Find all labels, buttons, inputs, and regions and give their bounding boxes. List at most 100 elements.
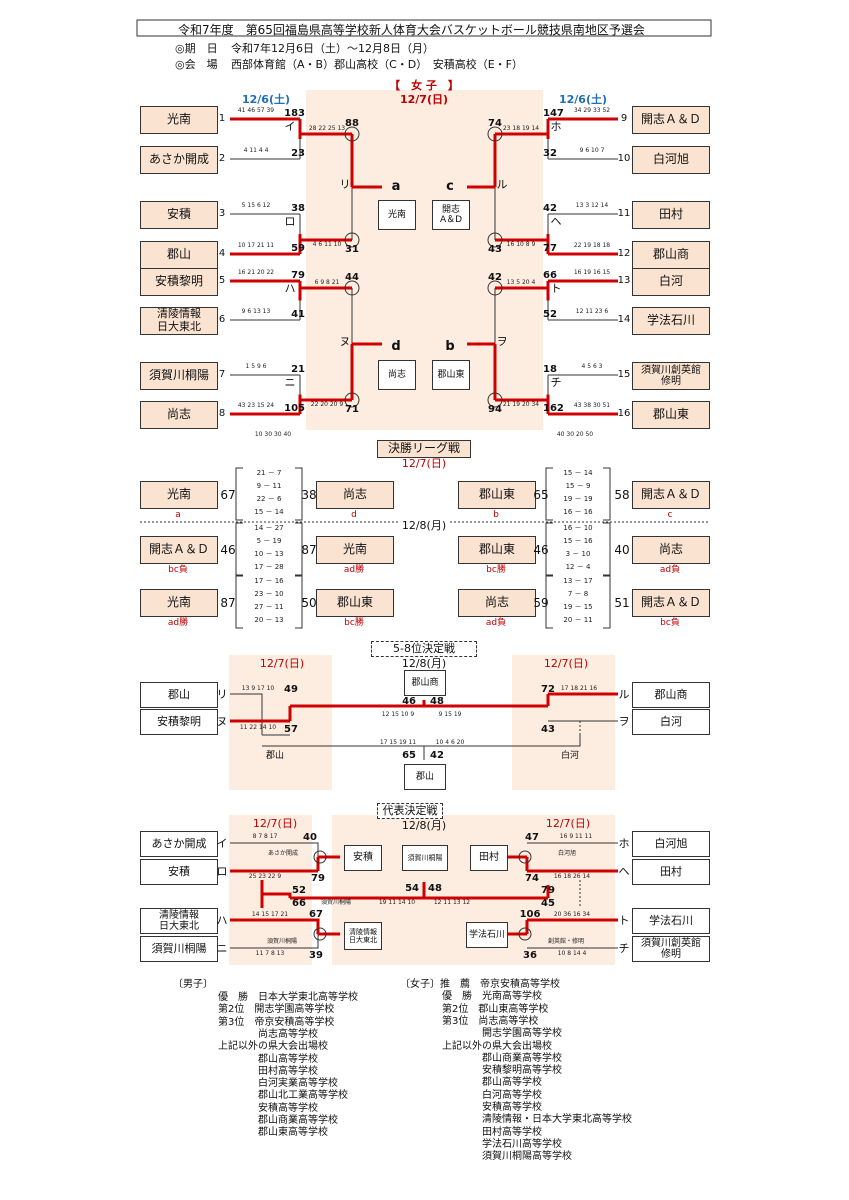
rep-l1-circle <box>313 850 327 864</box>
r2-right-top-q: 13 5 20 4 <box>506 279 536 286</box>
r2-left-circle-bot <box>344 392 360 408</box>
placement-day-left: 12/7(日) <box>259 657 305 670</box>
semi-winner-b: 郡山東 <box>432 360 470 390</box>
rep-l1-winner: 安積 <box>344 845 382 871</box>
r1-right-kana: ト <box>550 281 562 295</box>
league-right-q: 16 － 10 <box>563 524 593 532</box>
league-date-2: 12/8(月) <box>401 519 447 532</box>
rep-r2-sub: 創英館・修明 <box>547 938 585 945</box>
rep-r2-circle <box>518 927 532 941</box>
seed-right-4: 12 <box>617 248 631 259</box>
league-left-bracket-l <box>235 467 243 521</box>
rep-l1-bot-q: 25 23 22 9 <box>248 873 282 880</box>
league-left-a-0: 光南 <box>140 481 218 509</box>
rep-l2-top-score: 67 <box>309 909 323 920</box>
league-right-a-score: 46 <box>533 543 549 557</box>
r1-right-bot-score: 32 <box>543 148 557 159</box>
p58-right-bot-score: 43 <box>541 724 555 735</box>
rep-center-ls: 54 <box>405 883 419 894</box>
league-left-a-1: 開志Ａ＆Ｄ <box>140 536 218 564</box>
r2-left-kana: ヌ <box>339 335 351 348</box>
p58-right-kana: ル <box>618 688 630 701</box>
r2-left-circle-top <box>344 280 360 296</box>
league-right-q: 3 － 10 <box>565 550 591 558</box>
rep-center-qr: 12 11 13 12 <box>433 899 471 906</box>
seed-left-7: 7 <box>218 369 226 380</box>
league-left-bracket-r <box>295 575 303 629</box>
team-right-2: 白河旭 <box>632 146 710 174</box>
boys-result-line: 郡山北工業高等学校 <box>218 1090 348 1102</box>
girls-result-line: 清陵情報・日本大学東北高等学校 <box>442 1114 632 1126</box>
rep-r1-winner: 田村 <box>470 845 508 871</box>
league-left-q: 14 － 27 <box>254 524 284 532</box>
r1-left-kana: ハ <box>284 281 296 295</box>
team-left-3: 安積 <box>140 201 218 229</box>
boys-result-line: 田村高等学校 <box>218 1065 318 1077</box>
p58-right-winner: 白河 <box>560 751 580 761</box>
r2-left-bot-q: 22 20 20 9 <box>310 401 344 408</box>
r1-right-bot-score: 162 <box>543 403 564 414</box>
placement-day-right: 12/7(日) <box>543 657 589 670</box>
r1-left-top-score: 79 <box>291 270 305 281</box>
league-left-b-1: 光南 <box>316 536 394 564</box>
r2-right-top-score: 74 <box>488 118 502 129</box>
rep-center-team: 須賀川桐陽 <box>402 845 448 871</box>
r2-left-bot-score: 31 <box>345 244 359 255</box>
r2-left-top-score: 44 <box>345 272 359 283</box>
team-right-7: 須賀川創英館 修明 <box>632 362 710 390</box>
p58-left-bot-score: 57 <box>284 724 298 735</box>
r1-left-bot-q: 43 23 15 24 <box>237 402 275 409</box>
r1-left-bot-q: 4 11 4 4 <box>243 147 269 154</box>
rep-day-left: 12/7(日) <box>252 817 298 830</box>
r1-right-top-q: 34 29 33 52 <box>573 107 611 114</box>
boys-result-line: 尚志高等学校 <box>218 1028 318 1040</box>
league-left-a-tag: ad勝 <box>167 618 189 628</box>
rep-l1-top-q: 8 7 8 17 <box>252 833 278 840</box>
league-left-b-2: 郡山東 <box>316 589 394 617</box>
r1-left-top-q: 5 15 6 12 <box>241 202 271 209</box>
venue-label: ◎会 場 <box>175 58 218 71</box>
r1-left-kana: イ <box>284 120 296 133</box>
rep-r1-top-score: 47 <box>525 832 539 843</box>
girls-result-line: 学法石川高等学校 <box>442 1138 562 1150</box>
rep-rmid-top: 79 <box>541 885 555 896</box>
seed-left-5: 5 <box>218 275 226 286</box>
rep-left-kana: イ <box>216 837 228 850</box>
r1-right-bot-q: 22 19 18 18 <box>573 242 611 249</box>
rep-l1-top <box>230 842 319 857</box>
r1-left-top-q: 16 21 20 22 <box>237 269 275 276</box>
r2-right-circle-top <box>487 126 503 142</box>
rep-l2-top <box>230 918 320 934</box>
league-left-bracket-l <box>235 575 243 629</box>
extra-q-right: 40 30 20 50 <box>556 431 594 438</box>
period-label: ◎期 日 <box>175 42 218 55</box>
league-right-b-score: 58 <box>614 488 630 502</box>
rep-r1-bot-score: 74 <box>525 873 539 884</box>
rep-r2-top-q: 20 36 16 34 <box>553 911 591 918</box>
placement-date: 12/8(月) <box>401 657 447 670</box>
r2-right-top-score: 42 <box>488 272 502 283</box>
boys-result-line: 白河実業高等学校 <box>218 1078 338 1090</box>
rep-r2-winner: 学法石川 <box>466 922 508 948</box>
rep-r1-bot-q: 16 18 26 14 <box>553 873 591 880</box>
league-right-q: 7 － 8 <box>567 590 589 598</box>
rep-l2-winner: 清陵情報 日大東北 <box>344 922 382 950</box>
boys-result-line: 郡山商業高等学校 <box>218 1115 338 1126</box>
league-left-b-score: 38 <box>301 488 317 502</box>
girls-result-line: 開志学園高等学校 <box>442 1028 562 1040</box>
rep-label: 代表決定戦 <box>377 803 443 819</box>
rep-lmid-bot: 66 <box>292 898 306 909</box>
girls-result-line: 安積黎明高等学校 <box>442 1065 562 1077</box>
girls-result-line: 優 勝 光南高等学校 <box>442 991 542 1003</box>
seed-left-1: 1 <box>218 113 226 124</box>
rep-r2-top-score: 106 <box>519 909 541 920</box>
r1-right-kana: ヘ <box>550 215 562 228</box>
r2-right-bot-score: 43 <box>488 244 502 255</box>
r1-right-top-q: 13 3 12 14 <box>575 202 609 209</box>
seed-right-7: 15 <box>617 369 631 380</box>
girls-result-line: 第3位 尚志高等学校 <box>442 1015 539 1027</box>
rep-right-team-1: 田村 <box>632 859 710 885</box>
league-right-q: 19 － 15 <box>563 603 593 611</box>
boys-result-line: 第2位 開志学園高等学校 <box>218 1004 335 1016</box>
league-right-a-tag: ad負 <box>485 618 507 628</box>
